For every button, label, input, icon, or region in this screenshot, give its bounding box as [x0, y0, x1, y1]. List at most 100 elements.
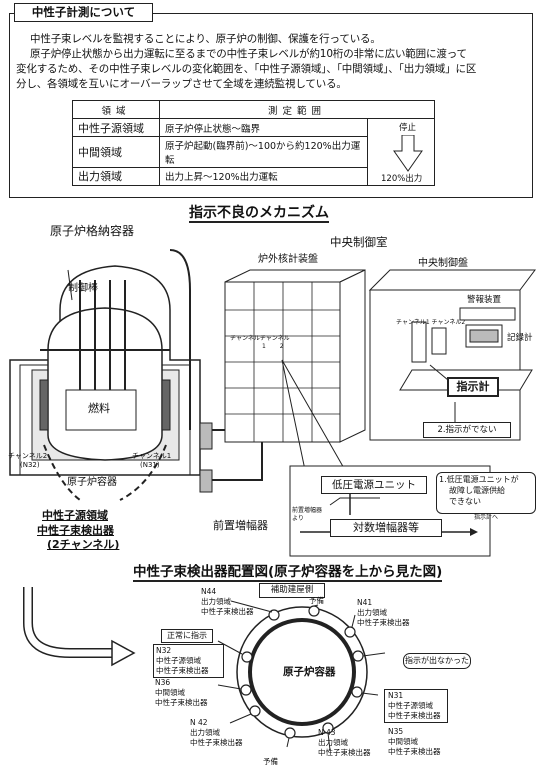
from-preamp-suffix: より — [292, 515, 304, 522]
down-arrow-icon — [393, 135, 423, 172]
failure-note-box: 1.低圧電源ユニットが 故障し電源供給 できない — [436, 472, 536, 514]
detector-ch2 — [39, 379, 49, 431]
panel-label: 炉外核計装盤 — [258, 254, 318, 265]
n36-label: N36 中間領域 中性子束検出器 — [155, 678, 208, 708]
vessel-top-label: 原子炉容器 — [283, 666, 336, 678]
console-desk — [369, 289, 521, 441]
preamp-box — [199, 469, 213, 493]
n44-id: N44 — [201, 587, 217, 596]
indicator-label: 指示計 — [456, 380, 490, 393]
failure-note-line: 故障し電源供給 — [449, 486, 505, 495]
alarm-label: 警報装置 — [467, 295, 502, 305]
from-preamp-label: 前置増幅器 — [292, 507, 323, 514]
n43-region: 出力領域 — [318, 738, 348, 747]
log-amp-label: 対数増幅器等 — [353, 521, 419, 534]
panel-channels-num: 1 2 — [262, 343, 284, 350]
detector-n42 — [249, 705, 261, 717]
not-shown-box: 指示が出なかった — [403, 653, 471, 669]
ch2-label: チャンネル2 — [8, 452, 48, 460]
info-paragraph-1: 中性子束レベルを監視することにより、原子炉の制御、保護を行っている。 — [30, 33, 381, 45]
arrow-bottom-label: 120%出力 — [381, 174, 423, 184]
source-region-label: 中性子源領域 — [42, 509, 108, 522]
layout-diagram — [23, 587, 386, 751]
preamp-box — [199, 422, 213, 450]
n41-id: N41 — [357, 598, 373, 607]
correct-label: 正常に指示 — [167, 631, 207, 640]
source-detector-label: 中性子束検出器 — [37, 524, 114, 537]
detector-n32 — [241, 651, 253, 663]
detector-n36 — [240, 684, 252, 696]
col-header-region: 領域 — [72, 100, 160, 119]
detector-n41 — [344, 626, 356, 638]
lv-unit-box: 低圧電源ユニット — [321, 476, 427, 494]
info-title: 中性子計測について — [14, 3, 153, 22]
reactor-vessel-shape — [47, 307, 163, 461]
fuel-assembly — [65, 389, 137, 431]
info-paragraph-2a: 原子炉停止状態から出力運転に至るまでの中性子束レベルが約10桁の非常に広い範囲に… — [30, 48, 467, 60]
col-header-range: 測定範囲 — [159, 100, 435, 119]
spare-bottom-label: 予備 — [263, 757, 278, 766]
aux-building-label: 補助建屋側 — [270, 585, 314, 595]
n44-label: N44 出力領域 中性子束検出器 — [201, 587, 254, 617]
n36-id: N36 — [155, 678, 171, 687]
n35-label: N35 中間領域 中性子束検出器 — [388, 727, 441, 757]
n32-id: N32 — [156, 646, 172, 655]
row-range: 原子炉起動(臨界前)～100から約120%出力運転 — [159, 136, 368, 168]
ch1-id: (N31) — [140, 461, 160, 469]
detector-n31 — [352, 650, 364, 662]
aux-building-box: 補助建屋側 — [259, 583, 325, 598]
n31-id: N31 — [388, 691, 404, 700]
n43-label: N 43 出力領域 中性子束検出器 — [318, 728, 371, 758]
n43-type: 中性子束検出器 — [318, 748, 371, 757]
row-region: 中間領域 — [72, 136, 160, 168]
console-channels: チャンネル1 チャンネル2 — [396, 319, 466, 326]
n31-box: N31 中性子源領域 中性子束検出器 — [384, 689, 448, 723]
preamp-label: 前置増幅器 — [213, 519, 268, 532]
to-indicator-label: 指示計へ — [474, 514, 499, 521]
detector-spare-top — [308, 605, 320, 617]
n44-type: 中性子束検出器 — [201, 607, 254, 616]
correct-box: 正常に指示 — [161, 629, 213, 643]
vessel-label: 原子炉容器 — [67, 477, 117, 488]
arrow-top-label: 停止 — [399, 123, 417, 133]
n42-label: N 42 出力領域 中性子束検出器 — [190, 718, 243, 748]
control-room-label: 中央制御室 — [330, 235, 388, 249]
info-panel — [9, 13, 533, 198]
containment-outline — [9, 265, 201, 476]
n42-region: 出力領域 — [190, 728, 220, 737]
row-region: 中性子源領域 — [72, 117, 160, 138]
log-amp-box: 対数増幅器等 — [330, 519, 442, 537]
n31-type: 中性子束検出器 — [388, 711, 441, 720]
n42-id: N 42 — [190, 718, 208, 727]
n32-region: 中性子源領域 — [156, 656, 201, 665]
recorder-label: 記録計 — [507, 333, 533, 343]
fuel-label: 燃料 — [88, 402, 110, 415]
mechanism-title: 指示不良のメカニズム — [189, 205, 329, 224]
ch2-id: (N32) — [20, 461, 40, 469]
n35-region: 中間領域 — [388, 737, 418, 746]
layout-title: 中性子束検出器配置図(原子炉容器を上から見た図) — [133, 564, 443, 582]
info-paragraph-2c: 分し、各領域を互いにオーバーラップさせて全域を連続監視している。 — [16, 78, 347, 90]
info-paragraph-2b: 変化するため、その中性子束レベルの変化範囲を、「中性子源領域」、「中間領域」、「… — [16, 63, 477, 75]
n41-label: N41 出力領域 中性子束検出器 — [357, 598, 410, 628]
n44-region: 出力領域 — [201, 597, 231, 606]
detector-spare-bottom — [284, 727, 296, 739]
row-region: 出力領域 — [72, 166, 160, 187]
failure-note-line: できない — [449, 497, 481, 506]
n32-box: N32 中性子源領域 中性子束検出器 — [153, 644, 224, 678]
n35-type: 中性子束検出器 — [388, 747, 441, 756]
panel-channels: チャンネルチャンネル — [230, 335, 290, 342]
n41-region: 出力領域 — [357, 608, 387, 617]
detector-n35 — [351, 686, 363, 698]
control-rod-label: 制御棒 — [68, 283, 98, 294]
no-indication-box: 2.指示がでない — [423, 422, 511, 438]
n36-type: 中性子束検出器 — [155, 698, 208, 707]
row-range: 原子炉停止状態～臨界 — [159, 117, 368, 138]
not-shown-label: 指示が出なかった — [405, 656, 469, 665]
ch1-label: チャンネル1 — [132, 452, 172, 460]
vessel-ring — [248, 618, 356, 726]
spare-top-label: 予備 — [309, 596, 324, 605]
containment-label: 原子炉格納容器 — [50, 224, 135, 238]
n42-type: 中性子束検出器 — [190, 738, 243, 747]
no-indication-label: 2.指示がでない — [437, 425, 497, 435]
